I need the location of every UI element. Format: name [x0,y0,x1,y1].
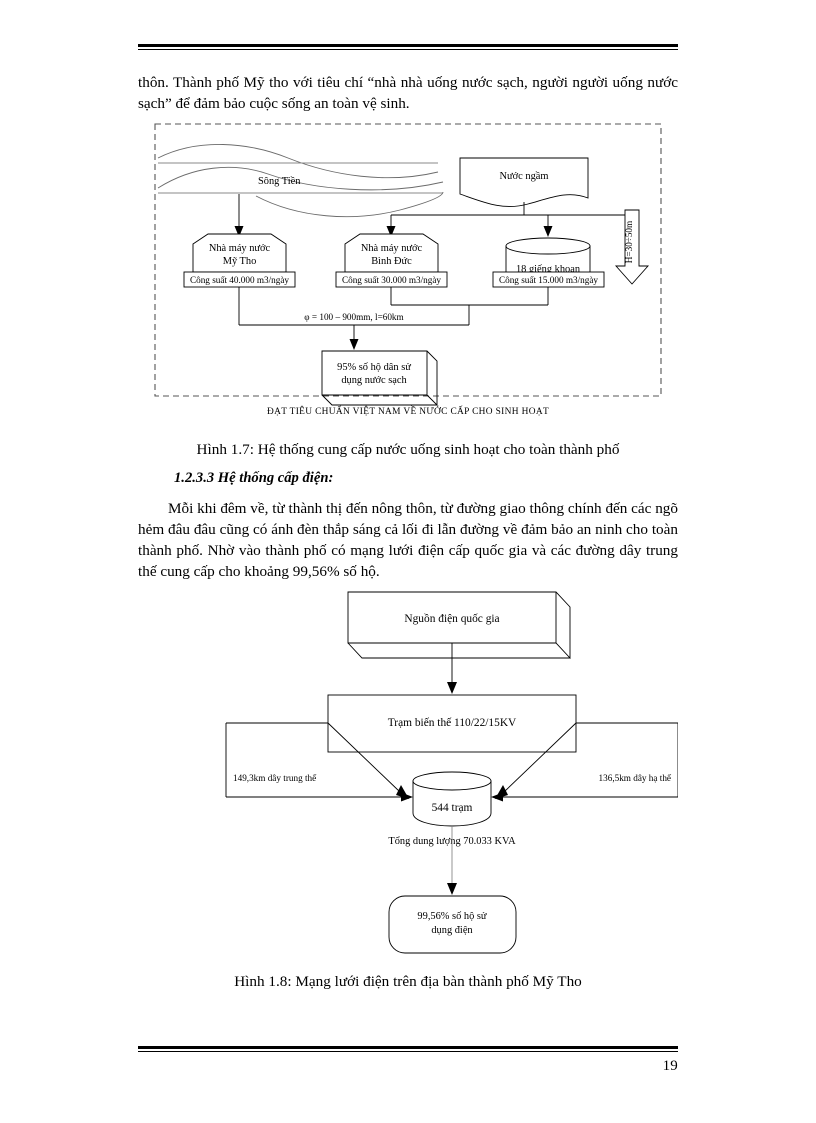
water-standard-note: ĐẠT TIÊU CHUẨN VIỆT NAM VỀ NƯỚC CẤP CHO … [267,404,549,417]
figure-water-supply: Sông Tiền Nước ngầm Nhà máy nước Mỹ Tho … [138,122,678,422]
page-number: 19 [662,1058,678,1074]
power-source-label: Nguồn điện quốc gia [404,613,499,625]
depth-arrow-label: H=30÷50m [624,221,634,263]
paragraph-intro: thôn. Thành phố Mỹ tho với tiêu chí “nhà… [138,74,678,112]
caption-figure-1-8: Hình 1.8: Mạng lưới điện trên địa bàn th… [234,973,582,990]
header-rule-thin [138,49,678,50]
pipe-label: φ = 100 – 900mm, l=60km [304,312,403,322]
plant-0-name-line1: Nhà máy nước [209,243,271,254]
plant-1-name-line1: Nhà máy nước [361,243,423,254]
wells-label: 18 giếng khoan [516,264,581,275]
caption-figure-1-7: Hình 1.7: Hệ thống cung cấp nước uống si… [196,441,620,458]
water-result-line1: 95% số hộ dân sử [337,362,411,373]
power-result-line2: dụng điện [431,925,473,936]
plant-0-capacity: Công suất 40.000 m3/ngày [190,275,289,285]
paragraph-electric: Mỗi khi đêm về, từ thành thị đến nông th… [138,500,678,580]
river-label: Sông Tiền [258,176,301,187]
left-line-label: 149,3km dây trung thế [233,773,317,783]
figure-power-network: Nguồn điện quốc gia Trạm biến thế 110/22… [138,585,678,955]
wells-capacity: Công suất 15.000 m3/ngày [499,275,598,285]
water-result-line2: dụng nước sạch [341,375,407,386]
stations-label: 544 trạm [432,802,473,814]
right-line-label: 136,5km dây hạ thế [599,773,672,783]
groundwater-label: Nước ngầm [500,171,549,182]
heading-section-1233: 1.2.3.3 Hệ thống cấp điện: [174,470,334,486]
plant-1-name-line2: Bình Đức [371,256,412,267]
plant-1-capacity: Công suất 30.000 m3/ngày [342,275,441,285]
plant-0-name-line2: Mỹ Tho [223,256,257,267]
header-rule-thick [138,44,678,47]
footer-rule-thick [138,1046,678,1049]
footer-rule-thin [138,1051,678,1052]
substation-label: Trạm biến thế 110/22/15KV [388,717,517,729]
power-result-line1: 99,56% số hộ sử [417,911,487,922]
